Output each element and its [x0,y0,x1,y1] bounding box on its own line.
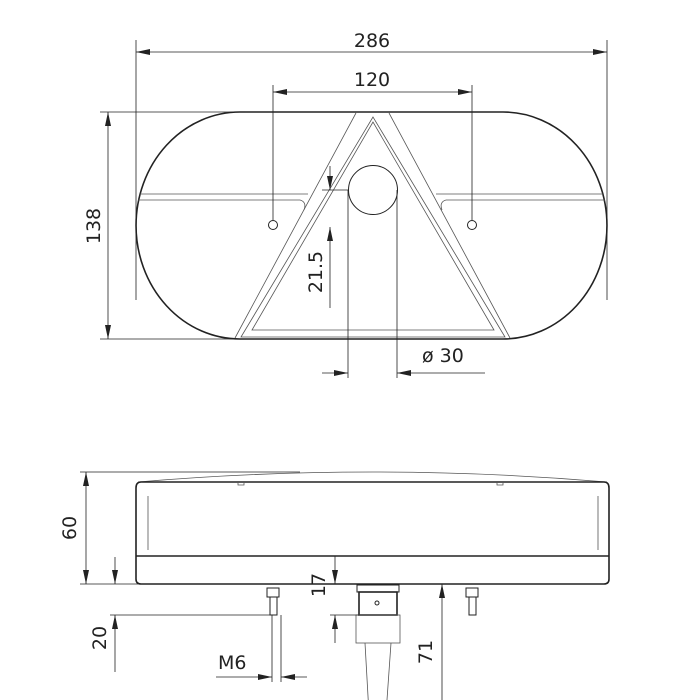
dim-thread-size: M6 [218,652,246,674]
dim-center-hole-diameter: ø 30 [422,345,464,367]
top-view: 286 120 138 21.5 ø 30 [83,30,608,378]
divider-right [436,193,605,211]
dim-overall-depth: 60 [59,516,81,540]
dim-stud-length: 20 [89,626,111,650]
center-hole [348,165,398,215]
lamp-outline [135,111,608,340]
dim-cable-depth: 71 [415,640,437,664]
dim-hole-spacing: 120 [354,69,390,91]
mounting-stud-left [266,587,280,616]
divider-left [138,193,308,211]
lamp-body [135,481,610,585]
triangle-outer-edge [234,112,511,339]
mounting-hole-left [268,220,278,230]
triangle-band [240,116,506,338]
dim-connector-depth: 17 [308,573,330,597]
lens-dome [137,471,608,483]
mounting-hole-right [467,220,477,230]
dim-hole-offset: 21.5 [305,251,327,293]
connector [355,584,401,700]
dim-overall-length: 286 [354,30,390,52]
dim-overall-height: 138 [83,208,105,244]
mounting-stud-right [465,587,479,616]
triangle-inner [251,121,495,331]
side-view: 60 20 M6 17 71 [59,471,610,700]
